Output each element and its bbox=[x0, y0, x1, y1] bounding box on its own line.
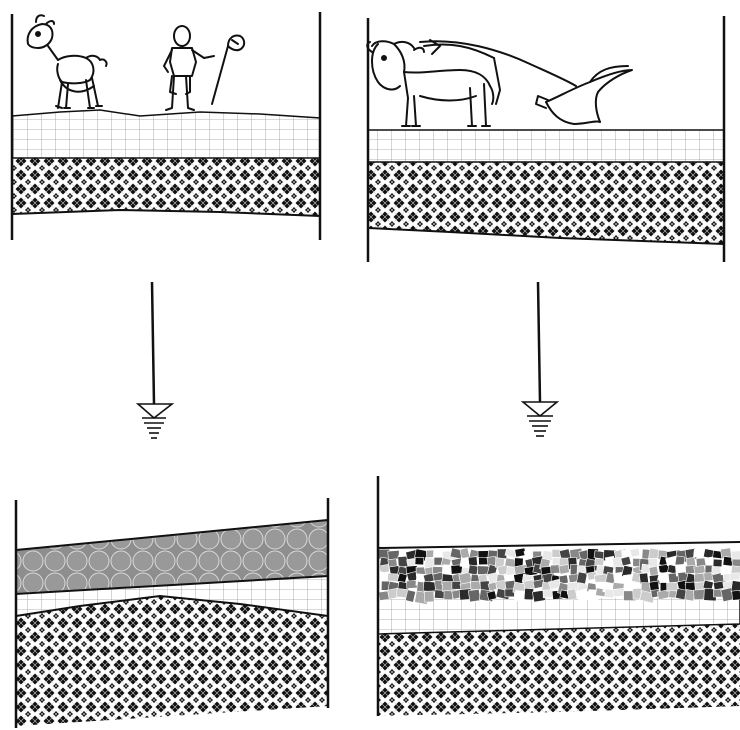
mixed-block bbox=[460, 548, 470, 559]
mixed-block bbox=[444, 591, 453, 600]
mixed-block bbox=[621, 556, 631, 566]
mixed-block bbox=[639, 573, 648, 584]
mixed-block bbox=[577, 572, 588, 584]
subsoil-lattice-layer bbox=[12, 158, 320, 216]
mixed-block bbox=[514, 590, 525, 601]
panel-after-right bbox=[378, 476, 740, 716]
herder-icon bbox=[164, 26, 244, 110]
ground-symbol-icon bbox=[138, 404, 172, 438]
mixed-block bbox=[559, 564, 570, 574]
mixed-block bbox=[649, 558, 658, 567]
mixed-block bbox=[613, 588, 625, 597]
mixed-block bbox=[387, 573, 398, 581]
mixed-block bbox=[657, 572, 668, 582]
topsoil-grid-layer bbox=[12, 110, 320, 158]
mixed-block bbox=[468, 589, 480, 602]
goat-icon bbox=[28, 15, 107, 108]
panel-before-right bbox=[367, 16, 724, 262]
mixed-block bbox=[487, 591, 497, 601]
ox-icon bbox=[367, 40, 632, 126]
panel-after-left bbox=[16, 498, 328, 728]
subsoil-lattice-layer bbox=[16, 596, 328, 726]
mixed-block bbox=[732, 590, 740, 600]
ground-symbol-icon bbox=[523, 402, 557, 436]
subsoil-lattice-layer bbox=[378, 624, 740, 716]
down-arrow-shaft bbox=[152, 282, 154, 404]
mixed-block bbox=[730, 573, 740, 581]
topsoil-grid-layer bbox=[368, 130, 724, 162]
arrow-left bbox=[138, 282, 172, 438]
mixed-block bbox=[649, 548, 660, 560]
arrow-right bbox=[523, 282, 557, 436]
mixed-block bbox=[524, 588, 533, 600]
mixed-block bbox=[567, 589, 577, 600]
mixed-block bbox=[424, 591, 434, 602]
mixed-block bbox=[415, 557, 424, 565]
down-arrow-shaft bbox=[538, 282, 540, 402]
mixed-block bbox=[630, 548, 640, 557]
mixed-block bbox=[693, 549, 703, 558]
mixed-block bbox=[694, 573, 705, 582]
mixed-block bbox=[667, 582, 678, 591]
mixed-blocky-horizon-blocks bbox=[378, 548, 740, 605]
mixed-block bbox=[468, 565, 478, 575]
panel-before-left bbox=[12, 12, 320, 240]
